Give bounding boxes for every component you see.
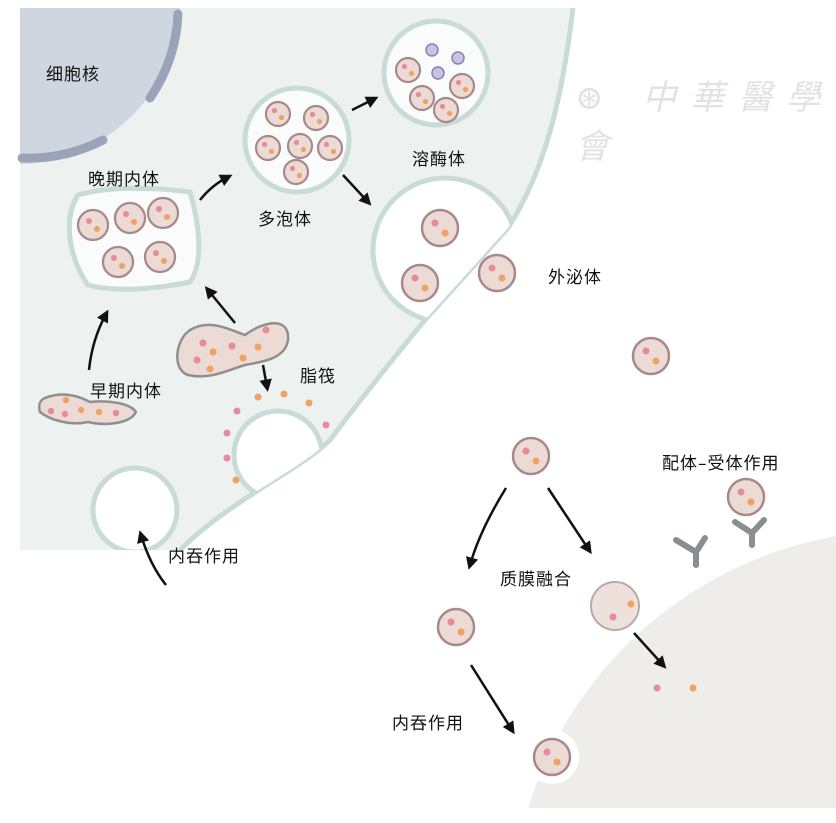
receptor-icon: [673, 517, 767, 568]
arrow-mvb-to-lysosome: [351, 96, 379, 112]
arrow-to-fusion: [546, 487, 592, 555]
label-exosome: 外泌体: [548, 268, 602, 288]
arrows: [87, 96, 667, 735]
label-lipid-raft: 脂筏: [300, 367, 336, 387]
cell-membrane: [178, 7, 576, 552]
lysosome: [381, 18, 491, 128]
arrow-early-to-late-2: [204, 286, 236, 324]
early-endosome-large: [176, 322, 290, 378]
arrow-fusion-release: [633, 632, 667, 669]
lipid-raft-particles: [223, 390, 330, 484]
label-membrane-fusion: 质膜融合: [500, 570, 572, 590]
arrow-endocytosis-right: [469, 664, 515, 735]
label-late-endosome: 晚期内体: [88, 170, 160, 190]
arrow-early-to-late: [87, 309, 109, 371]
late-endosome: [66, 185, 202, 292]
early-endosome-small: [37, 393, 138, 426]
watermark-logo: ⊛ 中華醫學會: [575, 78, 835, 167]
label-multivesicular-body: 多泡体: [258, 210, 312, 230]
label-lysosome: 溶酶体: [412, 150, 466, 170]
target-cell: [528, 536, 836, 808]
released-cargo-pink: [653, 684, 661, 692]
fusing-vesicle: [590, 581, 640, 631]
label-endocytosis-left: 内吞作用: [168, 547, 240, 567]
released-cargo-orange: [689, 684, 697, 692]
label-endocytosis-right: 内吞作用: [392, 714, 464, 734]
arrow-mvb-to-exocytosis: [342, 174, 372, 206]
nucleus: [17, 8, 183, 164]
label-ligand-receptor: 配体–受体作用: [662, 454, 780, 474]
lipid-raft-pit: [231, 408, 325, 502]
multivesicular-body: [242, 85, 352, 195]
label-early-endosome: 早期内体: [90, 382, 162, 402]
arrow-late-to-mvb: [199, 174, 233, 201]
cell-body: [20, 8, 573, 550]
arrow-to-raft: [259, 364, 272, 392]
arrow-to-endocytosis: [466, 487, 508, 570]
endocytosis-pit: [90, 465, 180, 550]
arrow-endocytosis-left: [137, 530, 167, 586]
label-nucleus: 细胞核: [46, 65, 100, 85]
